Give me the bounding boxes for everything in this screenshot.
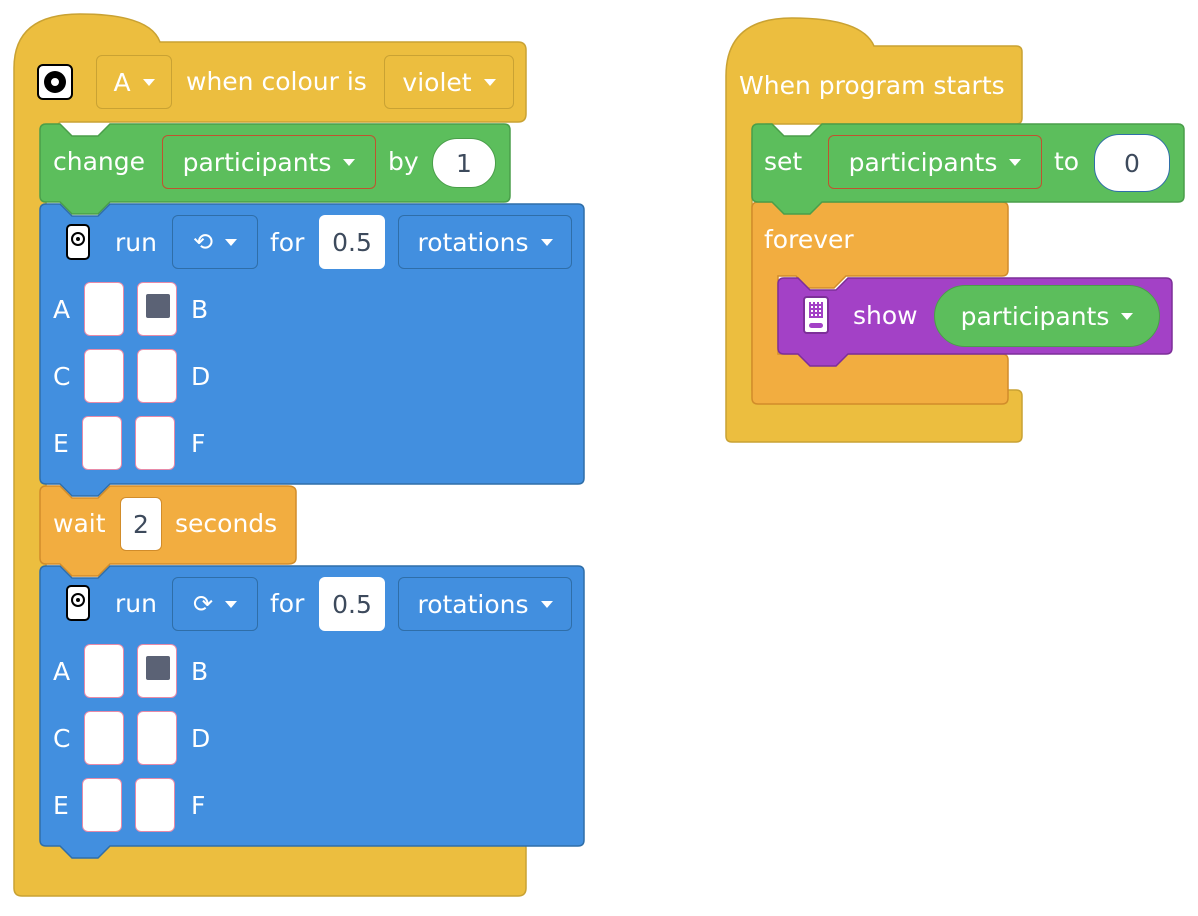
port-label-c: C xyxy=(53,362,71,391)
port-d-toggle[interactable] xyxy=(137,711,177,765)
wait-seconds-input[interactable]: 2 xyxy=(120,497,162,551)
for-label: for xyxy=(270,589,305,618)
port-label-e: E xyxy=(53,429,69,458)
colour-dropdown[interactable]: violet xyxy=(384,55,514,109)
program-start-text: When program starts xyxy=(739,71,1005,100)
unit-dropdown[interactable]: rotations xyxy=(398,215,572,269)
port-value: A xyxy=(113,67,131,97)
port-b-toggle[interactable] xyxy=(137,644,177,698)
variable-dropdown[interactable]: participants xyxy=(828,135,1042,189)
chevron-down-icon xyxy=(225,600,238,608)
port-c-toggle[interactable] xyxy=(84,711,124,765)
to-label: to xyxy=(1054,147,1080,176)
port-b-toggle[interactable] xyxy=(137,282,177,336)
port-c-toggle[interactable] xyxy=(84,349,124,403)
motor-run-block-1-shape[interactable] xyxy=(38,202,588,500)
port-label-d: D xyxy=(191,724,211,753)
port-a-toggle[interactable] xyxy=(84,282,124,336)
unit-value: rotations xyxy=(417,589,529,619)
variable-name: participants xyxy=(848,147,998,177)
set-label: set xyxy=(764,147,803,176)
port-dropdown[interactable]: A xyxy=(96,55,172,109)
port-f-toggle[interactable] xyxy=(135,778,175,832)
motor-icon xyxy=(66,585,90,621)
chevron-down-icon xyxy=(540,600,553,608)
port-label-f: F xyxy=(191,791,206,820)
set-value-input[interactable]: 0 xyxy=(1094,134,1170,192)
display-icon xyxy=(803,296,829,334)
change-block-shape[interactable] xyxy=(38,122,512,218)
port-d-toggle[interactable] xyxy=(137,349,177,403)
chevron-down-icon xyxy=(343,158,356,166)
set-block-shape[interactable] xyxy=(750,122,1188,218)
chevron-down-icon xyxy=(483,78,496,86)
motor-icon xyxy=(66,224,90,260)
port-label-a: A xyxy=(53,657,71,686)
port-a-toggle[interactable] xyxy=(84,644,124,698)
counterclockwise-icon: ⟲ xyxy=(192,228,214,256)
change-value-input[interactable]: 1 xyxy=(432,138,496,188)
port-label-b: B xyxy=(191,295,209,324)
port-e-toggle[interactable] xyxy=(82,416,122,470)
change-label: change xyxy=(53,147,146,176)
unit-dropdown[interactable]: rotations xyxy=(398,577,572,631)
motor-run-block-2-shape[interactable] xyxy=(38,564,588,862)
show-label: show xyxy=(853,301,918,330)
run-label: run xyxy=(115,228,157,257)
port-label-b: B xyxy=(191,657,209,686)
chevron-down-icon xyxy=(540,238,553,246)
forever-label: forever xyxy=(764,225,854,254)
by-label: by xyxy=(388,147,419,176)
variable-name: participants xyxy=(960,301,1110,331)
for-label: for xyxy=(270,228,305,257)
clockwise-icon: ⟳ xyxy=(192,590,214,618)
colour-value: violet xyxy=(402,67,472,97)
variable-dropdown[interactable]: participants xyxy=(162,135,376,189)
amount-input[interactable]: 0.5 xyxy=(319,577,385,631)
port-label-f: F xyxy=(191,429,206,458)
chevron-down-icon xyxy=(1121,312,1134,320)
chevron-down-icon xyxy=(1009,158,1022,166)
show-variable-dropdown[interactable]: participants xyxy=(934,285,1160,347)
port-label-e: E xyxy=(53,791,69,820)
seconds-label: seconds xyxy=(175,509,278,538)
colour-sensor-icon xyxy=(37,64,73,100)
port-e-toggle[interactable] xyxy=(82,778,122,832)
port-label-a: A xyxy=(53,295,71,324)
variable-name: participants xyxy=(182,147,332,177)
direction-dropdown[interactable]: ⟲ xyxy=(172,215,258,269)
amount-input[interactable]: 0.5 xyxy=(319,215,385,269)
chevron-down-icon xyxy=(225,238,238,246)
port-label-d: D xyxy=(191,362,211,391)
port-label-c: C xyxy=(53,724,71,753)
hat-text: when colour is xyxy=(186,67,367,96)
hat-block-shape[interactable] xyxy=(0,0,560,916)
port-f-toggle[interactable] xyxy=(135,416,175,470)
run-label: run xyxy=(115,589,157,618)
unit-value: rotations xyxy=(417,227,529,257)
wait-block-shape[interactable] xyxy=(38,484,300,580)
direction-dropdown[interactable]: ⟳ xyxy=(172,577,258,631)
wait-label: wait xyxy=(53,509,106,538)
chevron-down-icon xyxy=(142,78,155,86)
